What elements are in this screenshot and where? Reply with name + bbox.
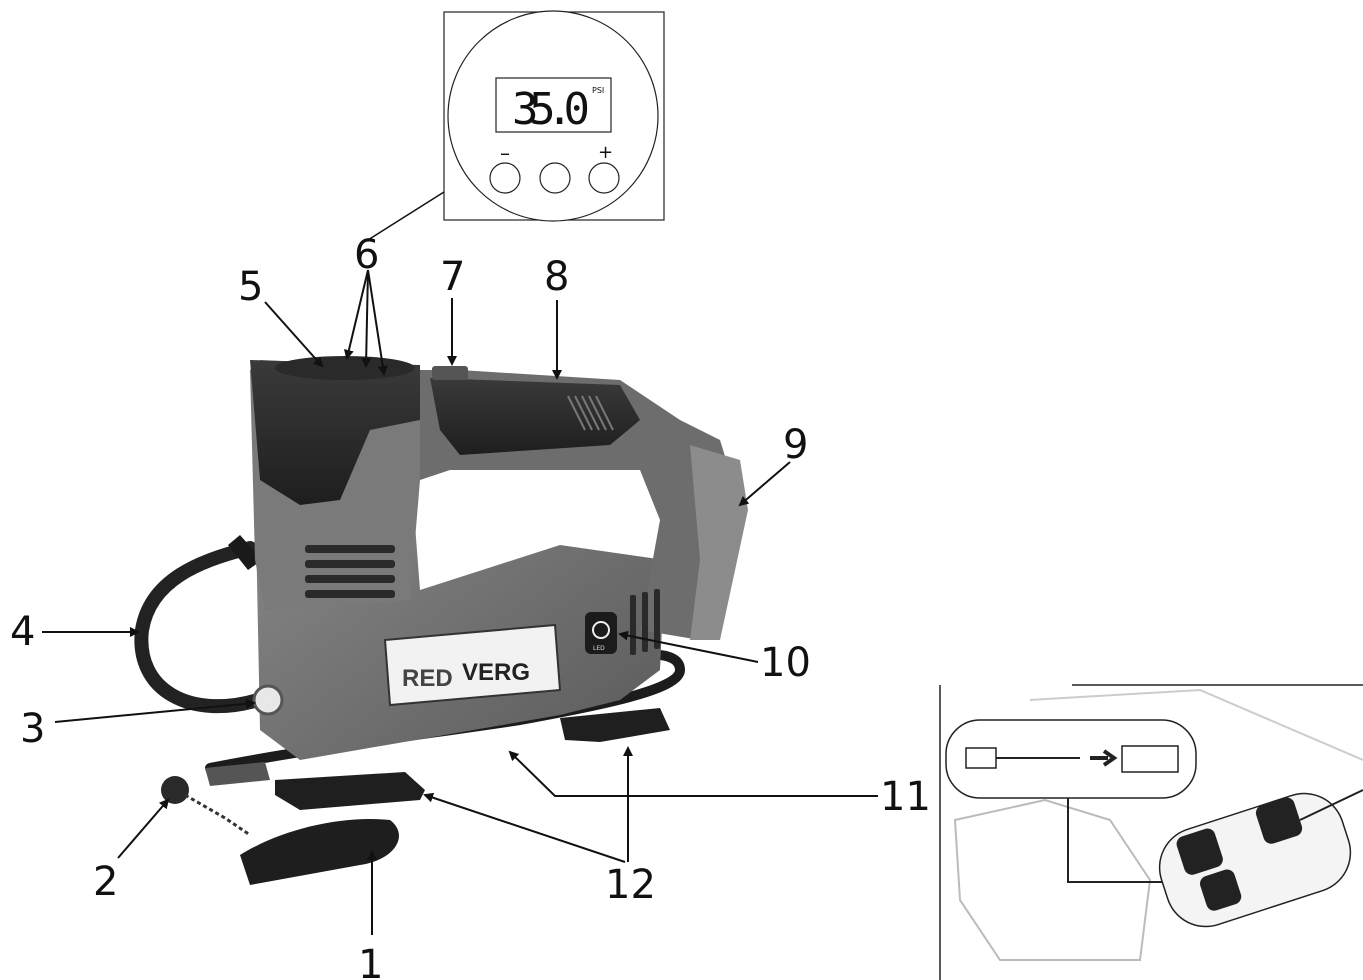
accessory-storage-inset bbox=[939, 684, 1363, 980]
chuck-lever bbox=[161, 776, 189, 804]
lcd-screen bbox=[495, 77, 612, 133]
rubber-foot-rear bbox=[560, 708, 670, 742]
callout-number-6: 6 bbox=[354, 232, 379, 278]
callout-number-12: 12 bbox=[605, 862, 656, 908]
battery-pack bbox=[690, 445, 748, 640]
callout-11: 11 bbox=[508, 750, 931, 820]
brand-part2: VERG bbox=[462, 659, 530, 686]
minus-button bbox=[489, 162, 521, 194]
hose-collar bbox=[228, 535, 262, 570]
callout-number-5: 5 bbox=[238, 264, 263, 310]
minus-symbol: – bbox=[500, 141, 510, 165]
display-inset: 35.0 PSI – + bbox=[443, 10, 665, 222]
callout-number-10: 10 bbox=[760, 640, 811, 686]
callout-4: 4 bbox=[10, 609, 140, 655]
display-leader-line bbox=[367, 191, 445, 241]
handle-grip bbox=[430, 378, 640, 455]
callout-5: 5 bbox=[238, 264, 324, 368]
power-icon bbox=[592, 621, 610, 639]
callout-number-7: 7 bbox=[440, 254, 465, 300]
brand-plate bbox=[383, 623, 562, 707]
callout-2: 2 bbox=[93, 798, 170, 905]
adapter-arrow-icon bbox=[1090, 749, 1118, 767]
callout-9: 9 bbox=[738, 422, 808, 507]
callout-number-8: 8 bbox=[544, 254, 569, 300]
compressor-illustration: RED VERG LED bbox=[134, 356, 748, 885]
grip-ribs bbox=[567, 395, 614, 431]
callout-3: 3 bbox=[20, 698, 256, 752]
mode-button bbox=[539, 162, 571, 194]
side-vents bbox=[630, 589, 660, 655]
led-lamp bbox=[252, 684, 284, 716]
brand-part1: RED bbox=[402, 665, 453, 692]
pressure-reading: 35.0 bbox=[512, 84, 590, 135]
air-hose bbox=[134, 541, 265, 714]
top-display-housing bbox=[275, 356, 415, 380]
stored-adapters bbox=[1158, 789, 1363, 928]
callout-number-9: 9 bbox=[783, 422, 808, 468]
deflate-button bbox=[432, 366, 468, 380]
pressure-unit: PSI bbox=[592, 86, 604, 95]
bubble-pointer bbox=[1067, 798, 1180, 883]
callout-6: 6 bbox=[343, 232, 388, 376]
clip-chain bbox=[184, 793, 251, 837]
storage-outline-2 bbox=[1029, 688, 1363, 761]
alligator-clip bbox=[240, 819, 399, 885]
led-label: LED bbox=[593, 645, 605, 652]
callout-10: 10 bbox=[618, 630, 811, 686]
callout-12: 12 bbox=[423, 746, 656, 908]
callout-8: 8 bbox=[544, 254, 569, 380]
power-button bbox=[585, 612, 617, 654]
air-chuck bbox=[205, 762, 270, 786]
storage-outline bbox=[953, 798, 1152, 961]
callout-number-1: 1 bbox=[358, 942, 383, 980]
callout-number-2: 2 bbox=[93, 859, 118, 905]
callout-7: 7 bbox=[440, 254, 465, 366]
nozzle-adapter-icon bbox=[1121, 745, 1179, 773]
tower-vents bbox=[305, 545, 395, 598]
needle-adapter-icon bbox=[965, 747, 997, 769]
callout-number-11: 11 bbox=[880, 774, 931, 820]
tower-dark-panel bbox=[250, 360, 420, 505]
callout-number-3: 3 bbox=[20, 706, 45, 752]
callout-number-4: 4 bbox=[10, 609, 35, 655]
plus-symbol: + bbox=[598, 142, 613, 163]
rubber-foot-front bbox=[275, 772, 425, 810]
plus-button bbox=[588, 162, 620, 194]
callout-1: 1 bbox=[358, 850, 383, 980]
